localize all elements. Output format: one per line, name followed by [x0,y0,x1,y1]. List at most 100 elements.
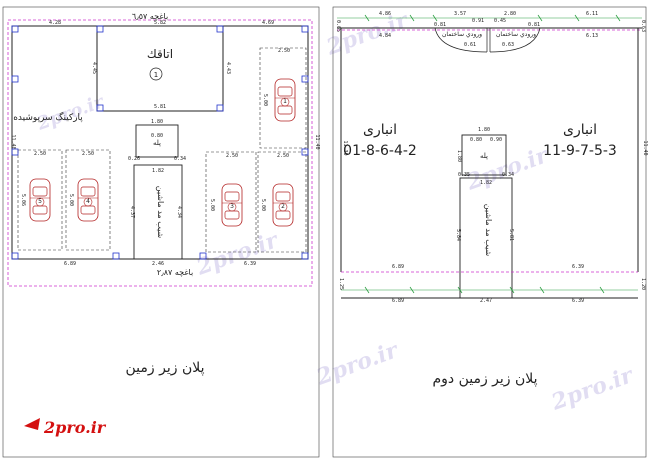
left-sheet-border [2,6,320,458]
right-plan: 4.86 4.84 3.57 2.80 6.11 6.13 0.65 0.63 … [332,6,648,458]
dim-text: 11.40 [314,134,320,149]
dim-text: 4.86 [379,11,391,17]
dim-text: 2.46 [152,261,164,267]
room-number-circle [149,67,163,81]
car-number: 3 [230,203,234,210]
dim-text: 0.80 [151,133,163,139]
site-logo: 2pro.ir [24,418,107,437]
parking-bay [65,149,111,251]
right-stair-block [461,134,507,176]
watermark: 2pro.ir [462,142,552,196]
dim-text: 4.43 [225,62,231,74]
dim-text: 0.91 [472,18,484,24]
dim-text: 0.63 [502,42,514,48]
dim-text: 11.40 [642,140,648,155]
left-ramp-label: ﺷﻴﺐ ﻣﺪ ﻣﺎﺷﻴﻦ [156,186,165,239]
dim-text: 4.69 [262,20,274,26]
watermark: 2pro.ir [312,337,402,391]
dim-text: 5.00 [209,199,215,211]
car-number: 5 [38,198,42,205]
dim-text: 6.11 [586,11,598,17]
dim-text: 0.26 [128,156,140,162]
right-lot-name-left: اﻧﺒﺎری [363,122,397,138]
watermark: 2pro.ir [547,362,637,416]
dim-text: 0.63 [640,20,646,32]
dim-text: 1.25 [338,278,344,290]
parking-bay [259,47,307,149]
dim-text: 2.50 [226,153,238,159]
dim-text: 6.89 [392,264,404,270]
dim-text: 0.34 [174,156,186,162]
right-ramp-label: ﺷﻴﺐ ﻣﺪ ﻣﺎﺷﻴﻦ [484,204,493,257]
dim-text: 2.50 [34,151,46,157]
dim-text: 4.37 [129,206,135,218]
dim-text: 0.90 [490,137,502,143]
right-plan-caption: ﭘﻼن زﻳﺮ زﻣﻴﻦ دوم [432,371,537,387]
dim-text: 5.82 [154,20,166,26]
logo-text: 2pro.ir [43,418,107,437]
dim-text: 2.50 [82,151,94,157]
dim-text: 6.39 [572,264,584,270]
dim-text: 6.89 [392,298,404,304]
left-top-label: ﺑﺎﻏﭽﻪ ٦٫٥٧ [132,12,168,21]
dim-text: 5.00 [68,194,74,206]
logo-icon [24,418,40,430]
dim-text: 1.80 [478,127,490,133]
right-door-label: ورودي ﺳﺎﺧﺘﻤﺎن [496,31,536,38]
dim-text: 11.30 [342,140,348,155]
dim-text: 0.81 [434,22,446,28]
dim-text: 2.50 [278,48,290,54]
dim-text: 6.39 [572,298,584,304]
left-property-boundary [7,19,313,287]
dim-text: 1.80 [456,150,462,162]
dim-text: 4.45 [91,62,97,74]
dim-text: 5.84 [455,229,461,241]
dim-text: 3.57 [454,11,466,17]
right-lot-codes-right: 11-9-7-5-3 [543,143,617,159]
dim-text: 0.34 [502,172,514,178]
dim-text: 11.48 [10,134,16,149]
car-number: 4 [86,198,90,205]
left-stair-label: ﭘﻠﻪ [153,139,161,147]
left-plan: ﺑﺎﻏﭽﻪ ٦٫٥٧ ﺑﺎﻏﭽﻪ ٢٫٨٧ 4.28 5.82 4.69 اﺗﺎ… [2,6,320,458]
right-sheet-border [332,6,647,458]
dim-text: 5.81 [154,104,166,110]
car-number: 2 [281,203,285,210]
left-stair-block [135,124,179,158]
left-room-number: 1 [154,71,158,79]
left-plan-caption: ﭘﻼن زﻳﺮ زﻣﻴﻦ [126,360,205,376]
parking-bay [205,151,257,253]
dim-text: 5.06 [20,194,26,206]
dim-text: 4.34 [176,206,182,218]
dim-text: 6.89 [64,261,76,267]
dim-text: 0.45 [494,18,506,24]
dim-text: 5.00 [262,94,268,106]
dim-text: 5.00 [260,199,266,211]
dim-text: 4.84 [379,33,391,39]
dim-text: 0.80 [470,137,482,143]
parking-bay [257,151,307,253]
right-stair-label: ﭘﻠﻪ [480,152,488,160]
dim-text: 0.65 [335,20,341,32]
right-lot-codes-left: 01-8-6-4-2 [343,143,417,159]
dim-text: 2.47 [480,298,492,304]
dim-text: 1.82 [480,180,492,186]
parking-bay [17,149,63,251]
columns [11,25,309,260]
dim-text: 1.80 [151,119,163,125]
dim-text: 5.81 [508,229,514,241]
left-ramp [133,164,183,260]
watermark-layer: 2pro.ir 2pro.ir 2pro.ir 2pro.ir 2pro.ir … [34,7,638,416]
dim-text: 1.20 [640,278,646,290]
dim-text: 6.39 [244,261,256,267]
dim-text: 2.80 [504,11,516,17]
right-door-label: ورودي ﺳﺎﺧﺘﻤﺎن [442,31,482,38]
dimension-ticks [364,14,621,294]
left-room-title: اﺗﺎﻗﻚ [147,47,173,61]
left-bottom-label: ﺑﺎﻏﭽﻪ ٢٫٨٧ [157,268,193,277]
dim-text: 0.35 [458,172,470,178]
car-number: 1 [283,98,287,105]
left-parking-label: ﭘﺎرﻛﻴﻨﮓ ﺳﺮﭘﻮﺷﻴﺪه [13,111,83,123]
dim-text: 0.61 [464,42,476,48]
